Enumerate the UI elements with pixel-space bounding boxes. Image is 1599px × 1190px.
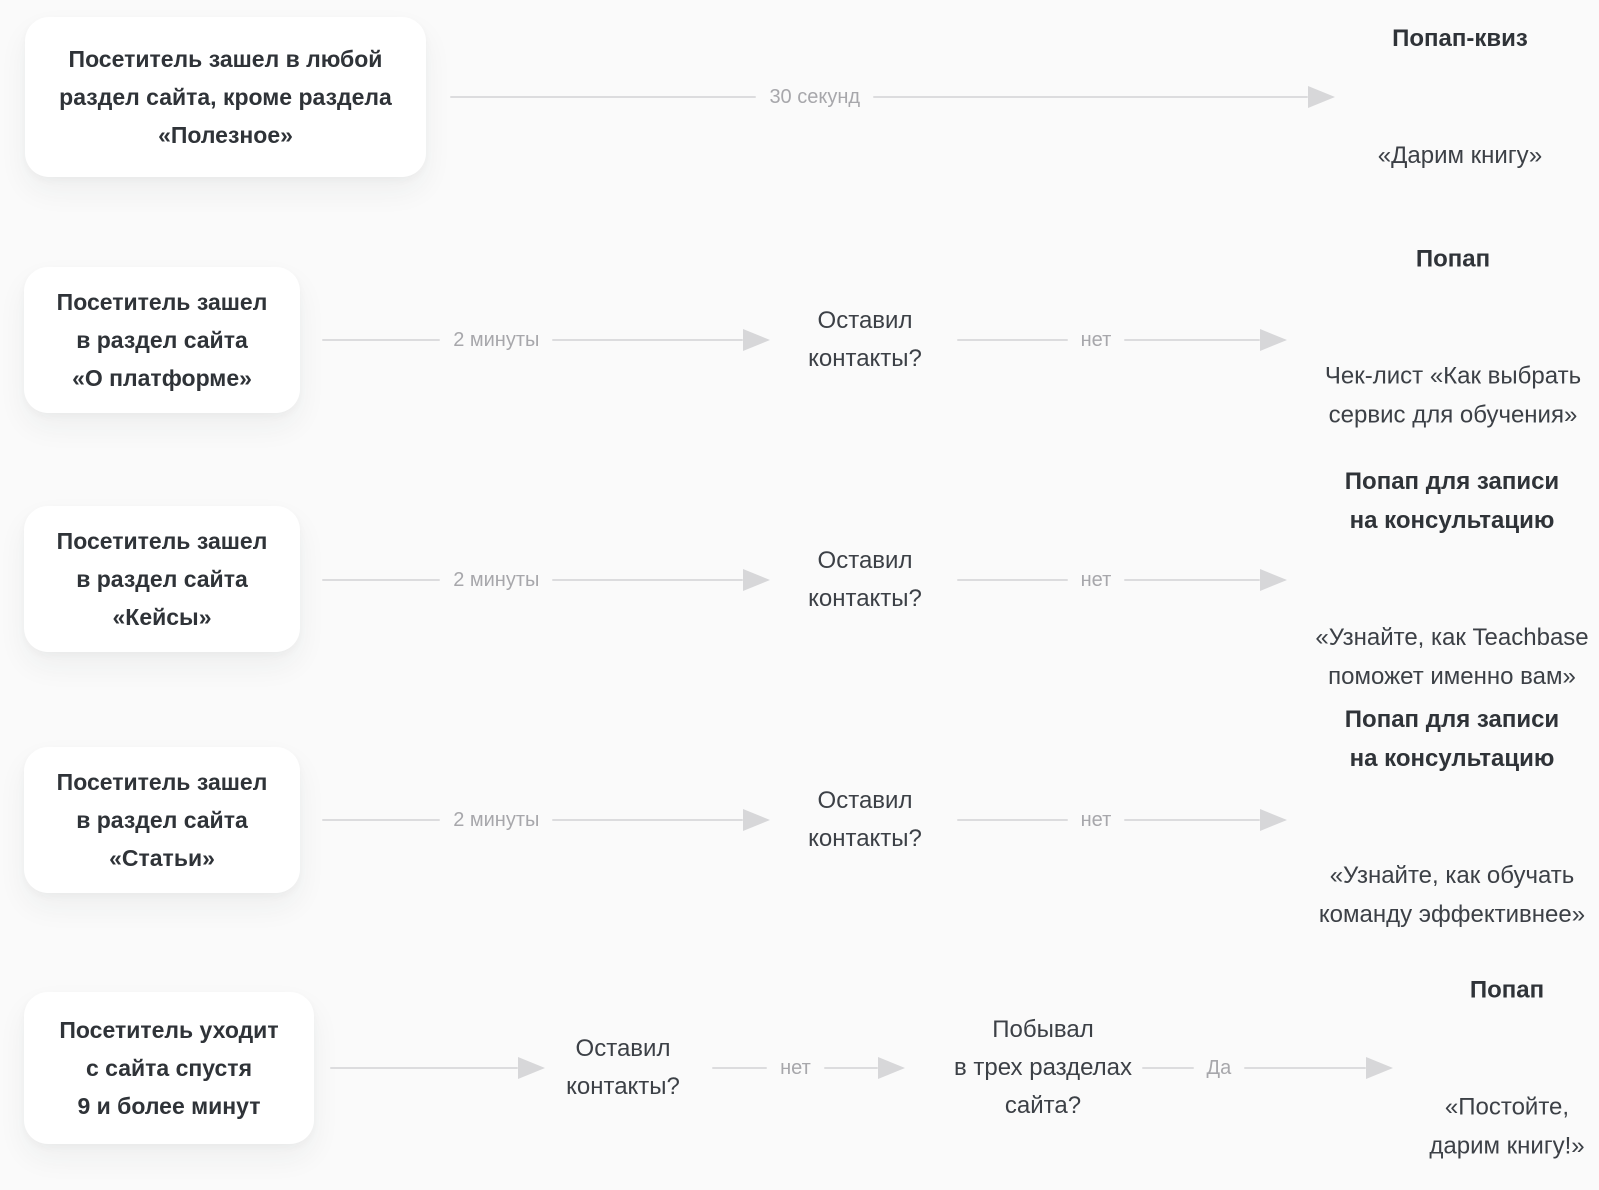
connector-yes: Да	[1142, 1056, 1393, 1080]
connector-line	[552, 579, 743, 581]
arrowhead-icon	[743, 329, 770, 351]
popup-description: «Дарим книгу»	[1377, 142, 1543, 169]
arrowhead-icon	[743, 569, 770, 591]
popup-title: Попап для записи на консультацию	[1344, 706, 1560, 772]
connector-no: нет	[712, 1056, 905, 1080]
scenario-card-articles: Посетитель зашел в раздел сайта «Статьи»	[24, 747, 300, 893]
connector-2-minutes: 2 минуты	[322, 568, 770, 592]
scenario-card-any-section: Посетитель зашел в любой раздел сайта, к…	[25, 17, 426, 177]
popup-result-wait-book: Попап «Постойте, дарим книгу!»	[1429, 893, 1584, 1190]
connector-line	[957, 339, 1068, 341]
connector-2-minutes: 2 минуты	[322, 328, 770, 352]
connector-line	[1124, 579, 1260, 581]
arrowhead-icon	[518, 1057, 545, 1079]
popup-result-consult-team: Попап для записи на консультацию «Узнайт…	[1319, 622, 1585, 1012]
connector-line	[957, 579, 1068, 581]
duration-label: 2 минуты	[453, 808, 540, 831]
connector-no: нет	[957, 568, 1287, 592]
scenario-card-cases: Посетитель зашел в раздел сайта «Кейсы»	[24, 506, 300, 652]
arrowhead-icon	[1308, 86, 1335, 108]
yes-label: Да	[1206, 1056, 1232, 1079]
connector-line	[1124, 339, 1260, 341]
arrowhead-icon	[1366, 1057, 1393, 1079]
popup-title: Попап для записи на консультацию	[1344, 468, 1560, 534]
duration-label: 2 минуты	[453, 328, 540, 351]
popup-description: «Узнайте, как обучать команду эффективне…	[1318, 862, 1586, 928]
connector-line	[322, 339, 441, 341]
condition-visited-three-sections: Побывал в трех разделах сайта?	[953, 1016, 1133, 1119]
connector-line	[1244, 1067, 1366, 1069]
arrowhead-icon	[878, 1057, 905, 1079]
no-label: нет	[780, 1056, 811, 1079]
condition-left-contacts: Оставил контакты?	[808, 787, 922, 852]
connector-2-minutes: 2 минуты	[322, 808, 770, 832]
popup-result-checklist: Попап Чек-лист «Как выбрать сервис для о…	[1325, 162, 1581, 513]
connector-line	[322, 579, 441, 581]
scenario-card-leaving: Посетитель уходит с сайта спустя 9 и бол…	[24, 992, 314, 1144]
connector-line	[1124, 819, 1260, 821]
arrowhead-icon	[1260, 569, 1287, 591]
no-label: нет	[1080, 568, 1112, 591]
connector-line	[330, 1067, 518, 1069]
connector-line	[957, 819, 1068, 821]
connector-no: нет	[957, 328, 1287, 352]
connector-line	[1142, 1067, 1194, 1069]
popup-description: Чек-лист «Как выбрать сервис для обучени…	[1324, 362, 1582, 429]
duration-label: 2 минуты	[453, 568, 540, 591]
connector-line	[322, 819, 441, 821]
connector-line	[873, 96, 1308, 98]
popup-title: Попап	[1415, 245, 1491, 273]
connector-plain	[330, 1056, 545, 1080]
popup-result-consult-teachbase: Попап для записи на консультацию «Узнайт…	[1315, 384, 1588, 774]
condition-left-contacts: Оставил контакты?	[808, 547, 922, 612]
popup-description: «Узнайте, как Teachbase поможет именно в…	[1315, 624, 1589, 690]
popup-result-quiz: Попап-квиз «Дарим книгу»	[1378, 0, 1542, 253]
popup-description: «Постойте, дарим книгу!»	[1429, 1093, 1585, 1160]
connector-line	[712, 1067, 768, 1069]
duration-label: 30 секунд	[769, 85, 861, 108]
connector-line	[450, 96, 757, 98]
no-label: нет	[1080, 328, 1112, 351]
connector-no: нет	[957, 808, 1287, 832]
arrowhead-icon	[743, 809, 770, 831]
connector-line	[552, 339, 743, 341]
connector-30-seconds: 30 секунд	[450, 85, 1335, 109]
no-label: нет	[1080, 808, 1112, 831]
popup-title: Попап-квиз	[1392, 25, 1528, 52]
connector-line	[823, 1067, 878, 1069]
condition-left-contacts: Оставил контакты?	[808, 307, 922, 372]
connector-line	[552, 819, 743, 821]
arrowhead-icon	[1260, 329, 1287, 351]
scenario-card-platform: Посетитель зашел в раздел сайта «О платф…	[24, 267, 300, 413]
popup-title: Попап	[1469, 976, 1545, 1004]
arrowhead-icon	[1260, 809, 1287, 831]
condition-left-contacts: Оставил контакты?	[566, 1035, 680, 1100]
